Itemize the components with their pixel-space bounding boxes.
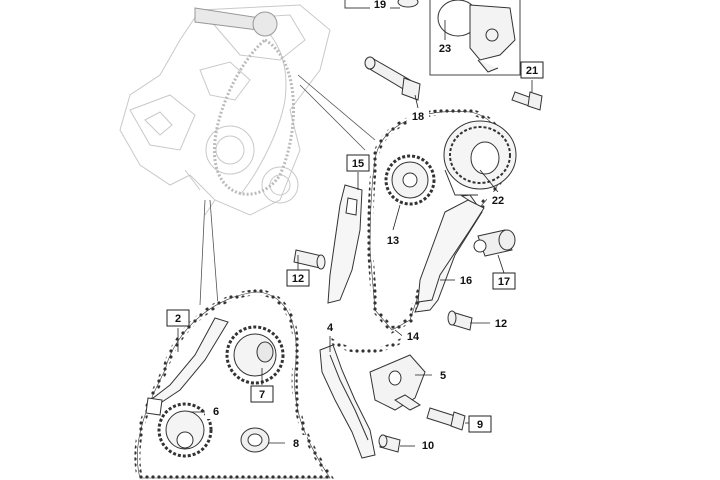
svg-text:12: 12 [292,273,304,285]
svg-text:17: 17 [498,276,510,288]
callout-leaders [177,20,533,447]
vvt-solenoid-23 [437,0,516,73]
callout-18: 18 [407,108,429,124]
bolt-9 [426,407,466,431]
callouts: 19 23 21 18 15 22 13 12 [166,0,544,453]
callout-15: 15 [346,154,370,172]
svg-text:19: 19 [374,0,386,11]
sprocket-7 [225,325,285,385]
callout-16: 16 [455,272,477,288]
callout-2: 2 [166,309,190,327]
sprocket-6 [157,402,213,458]
callout-12-lower: 12 [490,315,512,331]
tensioner-17 [473,229,516,257]
svg-text:7: 7 [259,389,265,401]
svg-text:9: 9 [477,419,483,431]
pin-12-lower [447,310,473,331]
callout-22: 22 [487,192,509,208]
tensioner-5 [369,354,426,411]
callout-13: 13 [382,232,404,248]
leader-lines [199,74,376,306]
svg-text:13: 13 [387,235,399,247]
camshaft-background [194,7,278,37]
callout-12-upper: 12 [286,269,310,287]
svg-text:15: 15 [352,158,364,170]
pin-10 [378,434,401,453]
callout-10: 10 [415,437,441,453]
hub-8 [240,427,270,453]
svg-text:21: 21 [526,65,538,77]
svg-text:16: 16 [460,275,472,287]
svg-text:6: 6 [213,406,219,418]
callout-21: 21 [520,61,544,79]
engine-block-background [119,4,331,216]
pin-12-upper [293,249,326,270]
callout-14: 14 [402,328,424,344]
seal-ring-19 [397,0,419,8]
guide-rail-15 [327,184,363,304]
sprocket-13 [384,154,436,206]
callout-19: 19 [370,0,390,12]
svg-text:2: 2 [175,313,181,325]
callout-23: 23 [434,40,456,56]
camshaft-gear-22 [443,120,517,196]
svg-text:12: 12 [495,318,507,330]
callout-7: 7 [250,385,274,403]
guide-rail-2 [145,317,229,416]
svg-text:8: 8 [293,438,299,450]
engine-chain-background [212,38,295,196]
callout-17: 17 [492,272,516,290]
callout-8: 8 [285,435,307,451]
callout-6: 6 [205,403,227,419]
callout-9: 9 [468,415,492,433]
svg-text:23: 23 [439,43,451,55]
bolt-21 [511,91,543,111]
svg-text:14: 14 [407,331,420,343]
bolt-18 [364,56,421,101]
svg-text:22: 22 [492,195,504,207]
svg-text:18: 18 [412,111,424,123]
tensioner-rail-4 [319,344,376,459]
callout-4: 4 [319,319,341,335]
svg-text:5: 5 [440,370,446,382]
svg-text:4: 4 [327,322,334,334]
svg-text:10: 10 [422,440,434,452]
guide-rail-16 [414,194,485,313]
callout-5: 5 [432,367,454,383]
